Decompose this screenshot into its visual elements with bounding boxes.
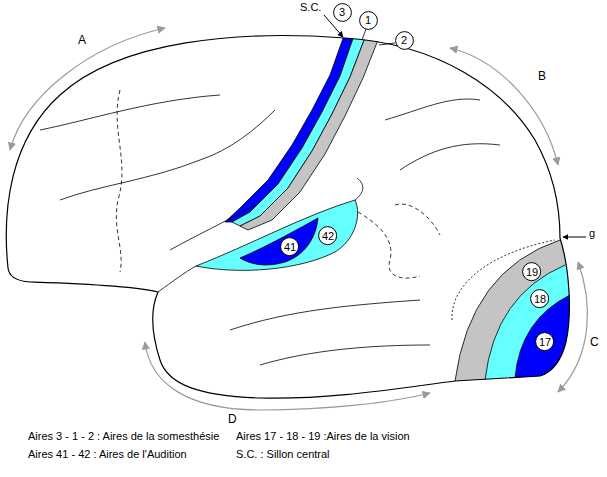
circle-shape <box>319 227 337 245</box>
area-19-region <box>455 240 605 420</box>
circle-shape <box>531 290 549 308</box>
sulcus-line <box>230 300 420 330</box>
area-number-circle: 1 <box>359 11 378 30</box>
dashed-sulcus <box>395 204 440 235</box>
area-border <box>485 265 565 380</box>
region-letter: A <box>78 34 86 48</box>
point-label: g <box>589 227 595 240</box>
sulcus-line <box>355 178 363 200</box>
callout-number: 3 <box>339 7 345 18</box>
area-number-circle: 19 <box>522 262 541 281</box>
legend-note: Aires 17 - 18 - 19 :Aires de la vision <box>236 430 410 443</box>
pointer-arrow <box>563 237 586 238</box>
region-arrow <box>450 48 558 165</box>
callout-number: 18 <box>534 294 546 305</box>
brain-outline <box>6 36 569 399</box>
circle-shape <box>281 238 299 256</box>
cortex-areas <box>225 30 605 420</box>
callout-number: 17 <box>539 337 551 348</box>
dashed-sulcus <box>358 212 420 278</box>
circle-shape <box>523 263 541 281</box>
circle-shape <box>395 31 413 49</box>
region-letter: B <box>538 70 546 84</box>
area-number-circle: 3 <box>333 3 352 22</box>
sulcus-line <box>260 345 430 365</box>
sulcus-line <box>158 266 196 292</box>
callout-number: 2 <box>401 35 407 46</box>
sulcus-line <box>170 205 255 250</box>
area-number-circle: 17 <box>535 332 554 351</box>
leader-line <box>379 43 395 45</box>
sulcus-line <box>60 110 275 200</box>
region-arrow <box>10 28 165 150</box>
area-2-band <box>240 30 382 230</box>
area-42-band <box>196 200 358 270</box>
sulcus-line <box>40 95 220 130</box>
sulci <box>40 90 555 365</box>
sulcus-line <box>385 99 480 120</box>
dashed-sulcus <box>116 90 122 272</box>
area-number-circle: 42 <box>318 226 337 245</box>
area-number-circle: 18 <box>530 289 549 308</box>
region-letter: D <box>228 413 237 427</box>
region-letter: C <box>590 336 599 350</box>
legend-note: S.C. : Sillon central <box>236 448 330 461</box>
circle-shape <box>333 3 351 21</box>
legend-note: Aires 3 - 1 - 2 : Aires de la somesthési… <box>28 430 219 443</box>
legend-note: Aires 41 - 42 : Aires de l'Audition <box>28 448 187 461</box>
leader-line <box>362 29 366 40</box>
circle-shape <box>359 11 377 29</box>
area-1-band <box>232 30 368 226</box>
region-arrows <box>10 28 587 410</box>
sulcus-label: S.C. <box>300 1 321 14</box>
circle-shape <box>536 333 554 351</box>
callout-number: 42 <box>322 231 334 242</box>
area-41-band <box>240 218 318 265</box>
region-arrow <box>145 342 430 410</box>
callout-number: 41 <box>284 242 296 253</box>
callout-number: 1 <box>365 15 371 26</box>
callout-number: 19 <box>526 267 538 278</box>
region-arrow <box>558 262 587 392</box>
area-border <box>455 240 560 381</box>
sulcus-line <box>400 144 500 170</box>
dotted-border <box>452 240 555 320</box>
area-number-circle: 41 <box>280 237 299 256</box>
area-number-circle: 2 <box>395 31 414 50</box>
area-18-region <box>485 265 605 420</box>
